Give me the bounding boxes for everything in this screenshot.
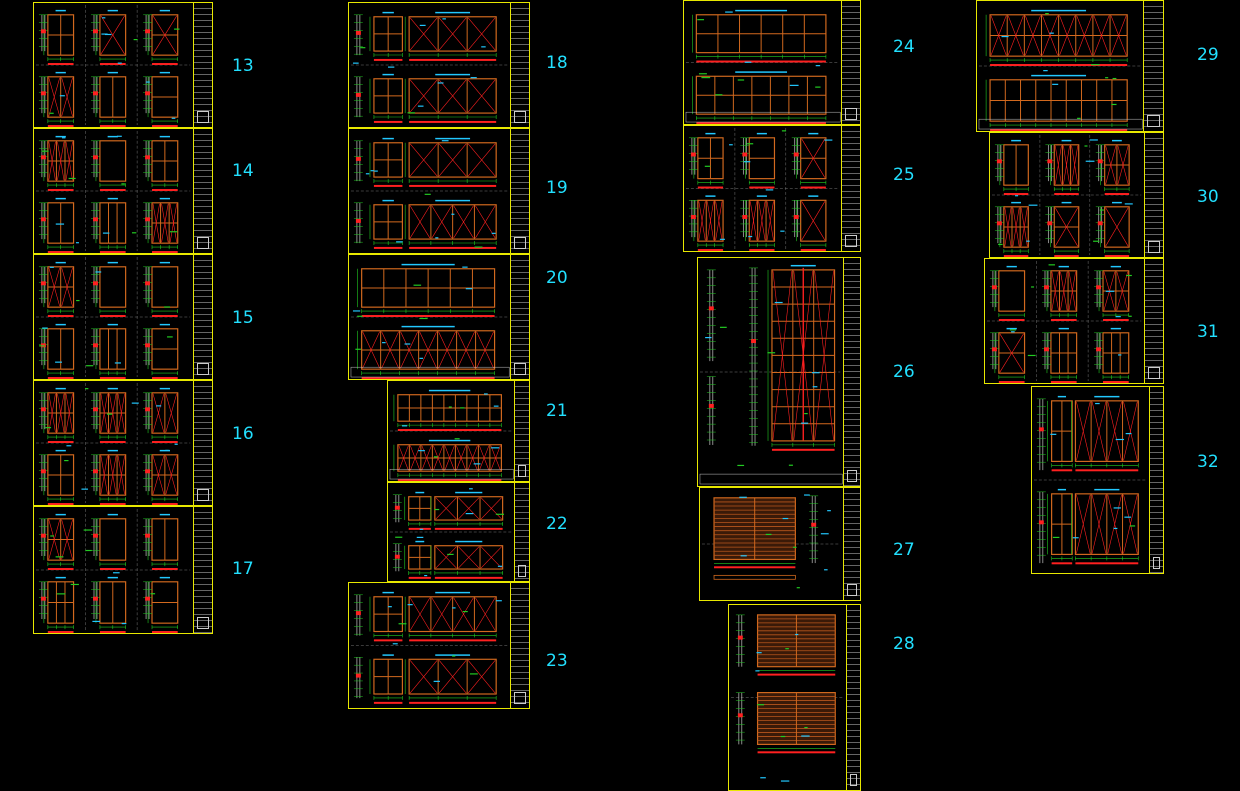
title-block (841, 126, 860, 251)
sheet-number-label: 21 (546, 401, 568, 421)
title-block (1144, 133, 1163, 257)
drawing-sheet-22 (387, 482, 530, 582)
title-block (514, 483, 529, 581)
drawing-sheet-32 (1031, 386, 1164, 574)
title-block (1144, 259, 1163, 383)
drawing-sheet-13 (33, 2, 213, 128)
sheet-number-label: 29 (1197, 45, 1219, 65)
sheet-number-label: 26 (893, 362, 915, 382)
drawing-sheet-24 (683, 0, 861, 125)
drawing-sheet-18 (348, 2, 530, 128)
sheet-drawing (986, 260, 1142, 383)
drawing-sheet-23 (348, 582, 530, 709)
drawing-sheet-20 (348, 254, 530, 380)
drawing-sheet-14 (33, 128, 213, 254)
drawing-sheet-27 (699, 487, 861, 601)
drawing-sheet-31 (984, 258, 1164, 384)
sheet-number-label: 16 (232, 424, 254, 444)
title-block (193, 3, 212, 127)
drawing-sheet-15 (33, 254, 213, 380)
sheet-number-label: 20 (546, 268, 568, 288)
sheet-drawing (389, 488, 512, 579)
title-block (846, 605, 860, 790)
drawing-sheet-29 (976, 0, 1164, 132)
sheet-drawing (685, 9, 841, 124)
sheet-drawing (1033, 395, 1147, 565)
title-block (193, 129, 212, 253)
sheet-number-label: 22 (546, 514, 568, 534)
drawing-sheet-25 (683, 125, 861, 252)
sheet-drawing (350, 591, 508, 704)
drawing-sheet-26 (697, 257, 861, 487)
sheet-drawing (350, 11, 508, 123)
title-block (843, 488, 860, 600)
sheet-drawing (35, 256, 191, 379)
sheet-number-label: 28 (893, 634, 915, 654)
title-block (510, 583, 529, 708)
sheet-drawing (350, 263, 510, 379)
sheet-number-label: 32 (1197, 452, 1219, 472)
sheet-number-label: 24 (893, 37, 915, 57)
sheet-drawing (730, 614, 844, 782)
sheet-drawing (991, 134, 1142, 257)
sheet-drawing (350, 137, 508, 249)
sheet-number-label: 25 (893, 165, 915, 185)
sheet-number-label: 23 (546, 651, 568, 671)
sheet-number-label: 17 (232, 559, 254, 579)
sheet-number-label: 15 (232, 308, 254, 328)
title-block (1143, 1, 1163, 131)
drawing-sheet-30 (989, 132, 1164, 258)
drawing-sheet-28 (728, 604, 861, 791)
drawing-sheet-17 (33, 506, 213, 634)
drawing-sheet-21 (387, 380, 530, 482)
title-block (510, 255, 529, 379)
title-block (514, 381, 529, 481)
drawing-sheet-16 (33, 380, 213, 506)
sheet-number-label: 18 (546, 53, 568, 73)
title-block (193, 255, 212, 379)
sheet-number-label: 30 (1197, 187, 1219, 207)
sheet-drawing (699, 264, 843, 485)
sheet-drawing (978, 9, 1143, 131)
sheet-number-label: 27 (893, 540, 915, 560)
sheet-drawing (35, 508, 191, 633)
title-block (1149, 387, 1163, 573)
title-block (841, 1, 860, 124)
sheet-drawing (35, 4, 191, 127)
sheet-drawing (701, 494, 841, 589)
sheet-drawing (685, 127, 839, 251)
sheet-number-label: 19 (546, 178, 568, 198)
sheet-number-label: 31 (1197, 322, 1219, 342)
title-block (510, 3, 529, 127)
title-block (193, 381, 212, 505)
sheet-drawing (35, 382, 191, 505)
sheet-number-label: 13 (232, 56, 254, 76)
title-block (193, 507, 212, 633)
title-block (843, 258, 860, 486)
title-block (510, 129, 529, 253)
sheet-drawing (35, 130, 191, 253)
drawing-sheet-19 (348, 128, 530, 254)
sheet-drawing (389, 389, 514, 481)
sheet-number-label: 14 (232, 161, 254, 181)
